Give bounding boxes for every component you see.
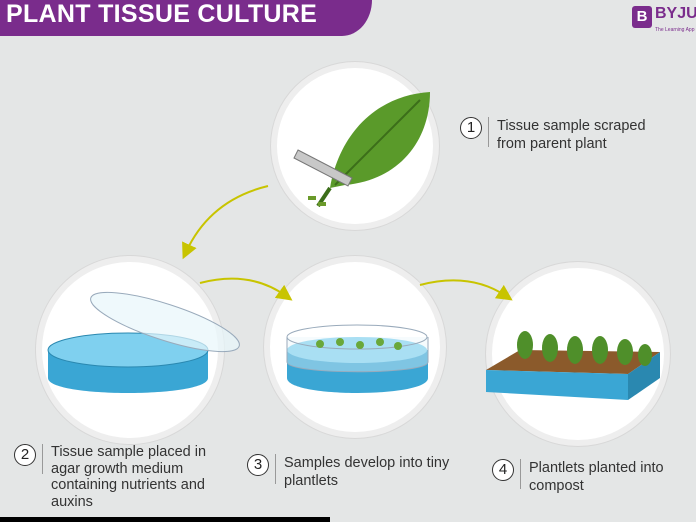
scalpel-icon	[293, 149, 353, 206]
step-4-label: 4 Plantlets planted into compost	[492, 459, 692, 495]
step-number: 4	[492, 459, 514, 481]
petri-dish-plantlets-icon	[286, 324, 429, 393]
divider	[488, 117, 489, 147]
step-2-label: 2 Tissue sample placed in agar growth me…	[14, 444, 236, 510]
step-text: Tissue sample placed in agar growth medi…	[51, 444, 207, 510]
step-text: Samples develop into tiny plantlets	[284, 455, 450, 489]
step-number: 1	[460, 117, 482, 139]
step-1-label: 1 Tissue sample scraped from parent plan…	[460, 117, 660, 153]
logo-tagline: The Learning App	[655, 27, 695, 33]
logo-brand: BYJU	[655, 5, 696, 22]
step-number: 3	[247, 454, 269, 476]
leaf-icon	[316, 92, 430, 208]
divider	[42, 444, 43, 474]
arrow-1-to-2	[182, 185, 269, 260]
divider	[275, 454, 276, 484]
step-text: Plantlets planted into compost	[529, 460, 664, 494]
step-text: Tissue sample scraped from parent plant	[497, 118, 646, 152]
byjus-logo: B BYJU The Learning App	[632, 6, 696, 38]
step-3-label: 3 Samples develop into tiny plantlets	[247, 454, 457, 490]
logo-mark: B	[632, 6, 652, 28]
bottom-edge	[0, 517, 330, 522]
arrow-2-to-3	[199, 277, 293, 301]
arrow-3-to-4	[419, 279, 513, 301]
page-title: PLANT TISSUE CULTURE	[6, 0, 318, 28]
compost-tray-icon	[486, 331, 660, 400]
petri-dish-open-icon	[47, 291, 240, 393]
logo-text: BYJU The Learning App	[655, 6, 696, 38]
step-number: 2	[14, 444, 36, 466]
title-banner	[0, 0, 372, 36]
divider	[520, 459, 521, 489]
